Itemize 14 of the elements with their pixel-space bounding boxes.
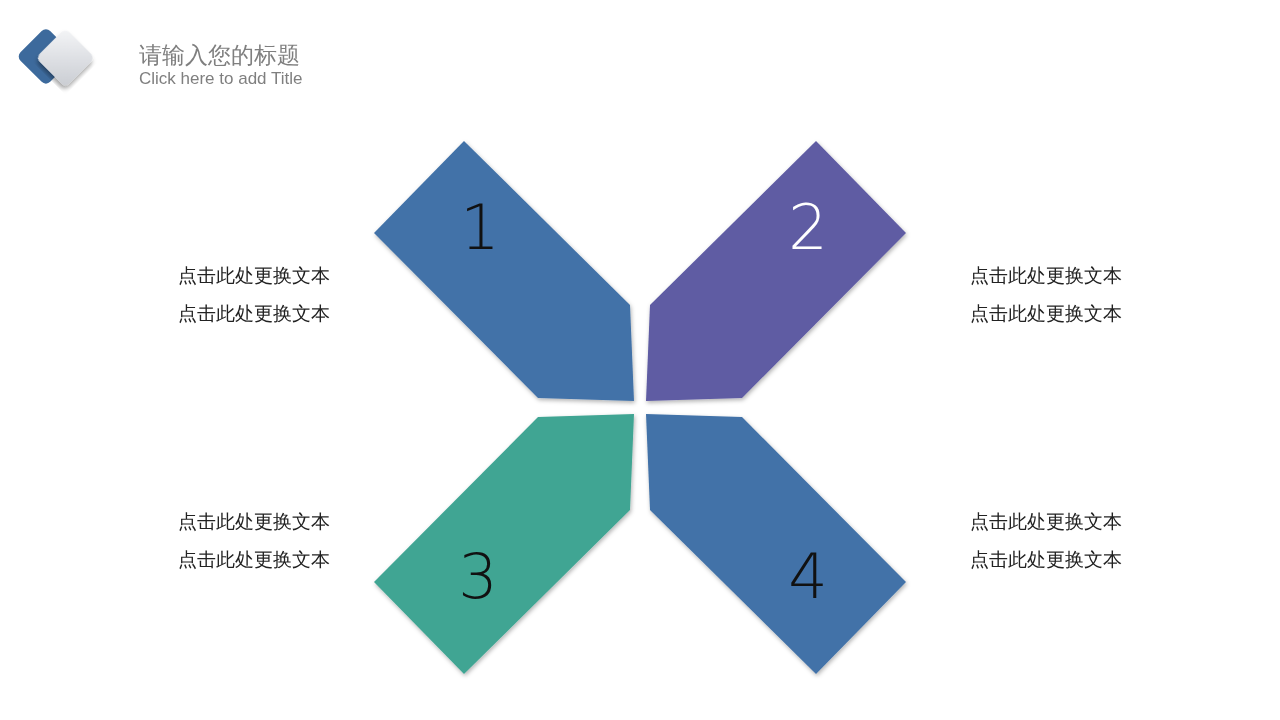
description-text: 点击此处更换文本: [178, 509, 330, 534]
description-text: 点击此处更换文本: [970, 509, 1122, 534]
step-number: 4: [788, 546, 828, 608]
description-text: 点击此处更换文本: [970, 301, 1122, 326]
step-number: 2: [788, 197, 828, 259]
description-text: 点击此处更换文本: [178, 301, 330, 326]
subtitle: Click here to add Title: [139, 69, 303, 89]
description-text: 点击此处更换文本: [970, 547, 1122, 572]
step-number: 3: [458, 546, 498, 608]
description-text: 点击此处更换文本: [178, 263, 330, 288]
description-text: 点击此处更换文本: [178, 547, 330, 572]
title: 请输入您的标题: [139, 41, 300, 70]
description-text: 点击此处更换文本: [970, 263, 1122, 288]
step-number: 1: [460, 197, 500, 259]
